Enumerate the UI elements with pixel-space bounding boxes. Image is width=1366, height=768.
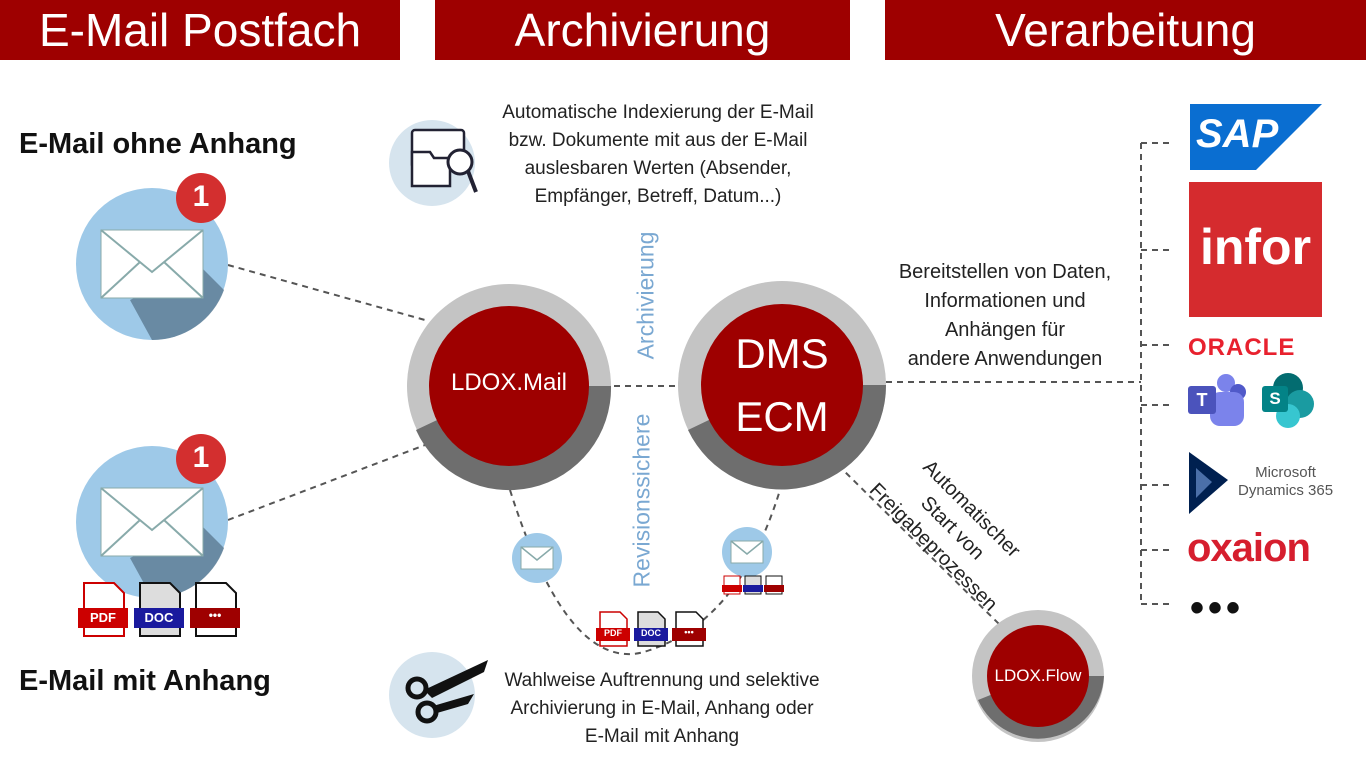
dynamics-365-logo [1189,452,1228,514]
oracle-logo: ORACLE [1188,334,1296,361]
dms-ecm-node [678,281,887,490]
indexing-line-4: Empfänger, Betreff, Datum...) [534,186,782,207]
scissors-icon [389,652,488,738]
more-apps-dots: ••• [1190,586,1245,630]
mini-pdf-icon [596,611,630,647]
ecm-label: ECM [735,393,829,440]
connector-dms-flow [837,464,1001,626]
dynamics-line-2: Dynamics 365 [1238,482,1334,499]
provide-description: Bereitstellen von Daten, Informationen u… [880,258,1130,374]
dynamics-365-label: Microsoft Dynamics 365 [1238,464,1333,500]
tiny-file-icons [722,575,784,595]
document-search-icon [389,120,478,206]
provide-line-4: andere Anwendungen [907,348,1103,370]
notification-badge-icon-2 [176,434,226,484]
provide-line-2: Informationen und [924,290,1086,312]
small-email-icon-left [512,533,562,583]
mini-other-label: ••• [684,627,694,637]
oxaion-logo: oxaion [1187,526,1311,570]
indexing-description: Automatische Indexierung der E-Mail bzw.… [478,99,838,211]
notification-badge-icon [176,173,226,223]
provide-line-1: Bereitstellen von Daten, [898,261,1112,283]
provide-line-3: Anhängen für [944,319,1066,341]
doc-label: DOC [144,610,174,625]
pdf-file-icon [78,582,128,637]
header-processing-label: Verarbeitung [995,4,1256,56]
label-email-with-attachment: E-Mail mit Anhang [19,665,271,697]
teams-logo [1188,374,1246,426]
split-line-2: Archivierung in E-Mail, Anhang oder [510,698,814,719]
header-archiving: Archivierung [435,0,850,60]
header-processing: Verarbeitung [885,0,1366,60]
email-icon-no-attachment [76,188,228,341]
ldox-mail-label: LDOX.Mail [450,369,568,396]
split-line-1: Wahlweise Auftrennung und selektive [504,670,820,691]
ldox-mail-node [407,284,612,491]
sharepoint-letter: S [1269,389,1281,408]
vertical-label-archiving: Archivierung [632,231,659,360]
sap-logo-text: SAP [1196,112,1279,156]
pdf-label: PDF [90,610,116,625]
split-description: Wahlweise Auftrennung und selektive Arch… [477,667,847,751]
mini-pdf-label: PDF [604,628,622,638]
other-file-icon [190,582,240,637]
header-mailbox-label: E-Mail Postfach [38,4,362,56]
indexing-line-1: Automatische Indexierung der E-Mail [502,102,814,123]
dms-label: DMS [735,330,829,377]
mini-other-icon [672,611,706,647]
other-label: ••• [208,608,222,622]
infor-logo: infor [1189,182,1322,317]
vertical-label-audit-proof: Revisionssichere [628,413,655,588]
doc-file-icon [134,582,184,637]
header-archiving-label: Archivierung [514,4,771,56]
label-email-no-attachment: E-Mail ohne Anhang [19,128,297,160]
indexing-line-3: auslesbaren Werten (Absender, [524,158,792,179]
dynamics-line-1: Microsoft [1255,464,1316,481]
mini-doc-label: DOC [641,628,661,638]
indexing-line-2: bzw. Dokumente mit aus der E-Mail [508,130,808,151]
sharepoint-logo [1262,373,1314,428]
ldox-flow-node [972,610,1104,742]
teams-letter: T [1196,390,1208,410]
ldox-flow-label: LDOX.Flow [994,666,1082,685]
sap-logo [1190,104,1322,170]
notification-badge-count-2: 1 [192,441,210,474]
small-email-icon-right [722,527,772,577]
header-mailbox: E-Mail Postfach [0,0,400,60]
notification-badge-count: 1 [192,180,210,213]
connector-mail-top [227,264,426,321]
connector-mail-bottom [227,444,426,521]
split-line-3: E-Mail mit Anhang [584,726,740,747]
mini-doc-icon [634,611,668,647]
email-icon-with-attachment [76,446,228,599]
